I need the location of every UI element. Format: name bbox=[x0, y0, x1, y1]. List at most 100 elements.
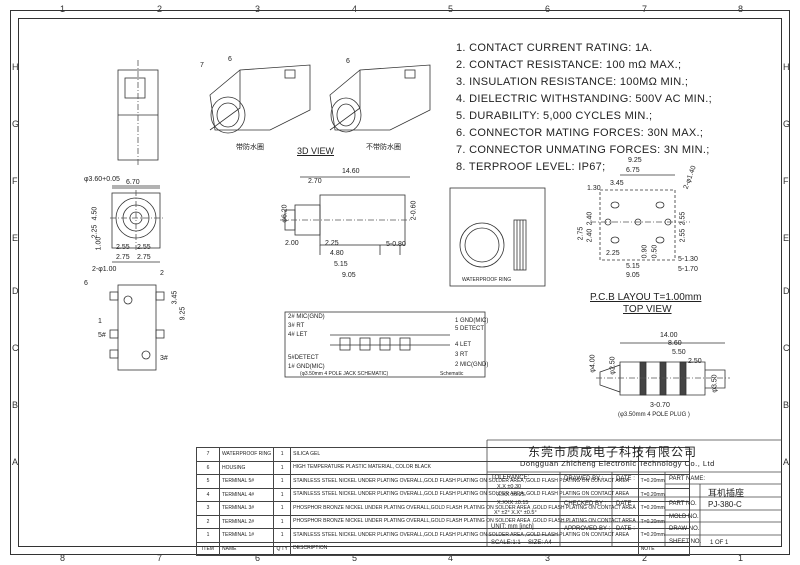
dim-plug550: 5.50 bbox=[672, 349, 686, 356]
drawed-by: DRAWED BY : bbox=[564, 476, 604, 482]
dim-hole: φ3.60+0.05 bbox=[84, 176, 120, 183]
bom-item-cell: 7 bbox=[196, 447, 220, 462]
bom-note-cell: T=0.20mm bbox=[637, 474, 690, 489]
zone-top-5: 5 bbox=[448, 4, 454, 14]
sheet-no-label: SHEET NO. bbox=[669, 539, 702, 545]
zone-left-e: E bbox=[12, 233, 19, 243]
dim-plug350: φ3.50 bbox=[711, 374, 719, 393]
bom-name-cell: HOUSING bbox=[218, 460, 275, 475]
dim-255b: 2.55 bbox=[137, 244, 151, 251]
note-6: 6. CONNECTOR MATING FORCES: 30N MAX.; bbox=[456, 127, 704, 139]
sch-right-2: 5 DETECT bbox=[455, 326, 485, 332]
zone-top-8: 8 bbox=[738, 4, 744, 14]
label-pcb-layout: P.C.B LAYOU T=1.00mm bbox=[590, 292, 702, 303]
dim-plug070: 3-0.70 bbox=[650, 402, 670, 409]
dim-p345: 3.45 bbox=[610, 180, 624, 187]
zone-right-d: D bbox=[783, 286, 790, 296]
bom-name-cell: TERMINAL 2# bbox=[218, 514, 275, 529]
sheet-no: 1 OF 1 bbox=[710, 540, 729, 546]
callout-3: 3# bbox=[160, 355, 168, 362]
dim-plug250: 2.50 bbox=[688, 358, 702, 365]
zone-top-1: 1 bbox=[60, 4, 66, 14]
tol-3: X.XXX ±0.15 bbox=[497, 500, 529, 506]
dim-905: 9.05 bbox=[342, 272, 356, 279]
label-with-ring: 带防水圈 bbox=[236, 144, 264, 151]
part-name: 耳机插座 bbox=[708, 488, 745, 498]
note-7: 7. CONNECTOR UNMATING FORCES: 3N MIN.; bbox=[456, 144, 710, 156]
bom-desc-cell: SILICA GEL bbox=[290, 447, 639, 462]
note-5: 5. DURABILITY: 5,000 CYCLES MIN.; bbox=[456, 110, 653, 122]
bom-qty-cell: 1 bbox=[273, 528, 292, 543]
dim-p240: 2.40 bbox=[586, 211, 594, 226]
dim-255a: 2.55 bbox=[116, 244, 130, 251]
callout-5: 5# bbox=[98, 332, 106, 339]
bom-name-cell: TERMINAL 5# bbox=[218, 474, 275, 489]
zone-right-g: G bbox=[783, 119, 791, 129]
sch-left-4: 5#DETECT bbox=[288, 355, 319, 361]
dim-p255b: 2.55 bbox=[679, 228, 687, 243]
sch-right-4: 3 RT bbox=[455, 352, 468, 358]
zone-bottom-4: 4 bbox=[448, 553, 454, 563]
bom-note-cell bbox=[637, 447, 690, 462]
bom-note-cell bbox=[637, 460, 690, 475]
bom-desc-cell: STAINLESS STEEL NICKEL UNDER PLATING OVE… bbox=[290, 487, 639, 502]
bom-note-cell: T=0.20mm bbox=[637, 487, 690, 502]
zone-bottom-5: 5 bbox=[352, 553, 358, 563]
dim-275b: 2.75 bbox=[137, 254, 151, 261]
dim-345: 3.45 bbox=[171, 290, 179, 305]
dim-p905: 9.05 bbox=[626, 272, 640, 279]
dim-060: 2-0.60 bbox=[410, 200, 418, 221]
zone-right-f: F bbox=[783, 176, 789, 186]
dim-225s: 2.25 bbox=[325, 240, 339, 247]
bom-name-cell: TERMINAL 3# bbox=[218, 501, 275, 516]
dim-450: 4.50 bbox=[91, 206, 99, 221]
bom-item-cell: 3 bbox=[196, 501, 220, 516]
dim-plug250d: φ2.50 bbox=[609, 356, 617, 375]
bom-name-cell: TERMINAL 1# bbox=[218, 528, 275, 543]
tol-4: X° ±2° X.X° ±0.5° bbox=[494, 510, 537, 516]
zone-bottom-3: 3 bbox=[545, 553, 551, 563]
approved-by: APPROVED BY : bbox=[564, 526, 611, 532]
zone-bottom-8: 8 bbox=[60, 553, 66, 563]
date-2: DATE : bbox=[616, 501, 635, 507]
dim-515: 5.15 bbox=[334, 261, 348, 268]
bom-header-desc: DESCRIPTION bbox=[290, 541, 639, 556]
dim-p675: 6.75 bbox=[626, 167, 640, 174]
zone-right-c: C bbox=[783, 343, 790, 353]
dim-p130: 1.30 bbox=[587, 185, 601, 192]
bom-item-cell: 5 bbox=[196, 474, 220, 489]
zone-left-c: C bbox=[12, 343, 19, 353]
dim-p515: 5.15 bbox=[626, 263, 640, 270]
zone-bottom-1: 1 bbox=[738, 553, 744, 563]
zone-bottom-6: 6 bbox=[255, 553, 261, 563]
dim-1460: 14.60 bbox=[342, 168, 360, 175]
bom-header-note: NOTE bbox=[637, 541, 690, 556]
sch-caption: (φ3.50mm 4 POLE JACK SCHEMATIC) bbox=[300, 371, 389, 377]
zone-top-3: 3 bbox=[255, 4, 261, 14]
sch-left-3: 4# LET bbox=[288, 332, 308, 338]
checked-by: CHECKED BY : bbox=[564, 501, 607, 507]
bom-qty-cell: 1 bbox=[273, 501, 292, 516]
callout-6c: 6 bbox=[84, 280, 88, 287]
dim-p275: 2.75 bbox=[577, 226, 585, 241]
bom-item-cell: 6 bbox=[196, 460, 220, 475]
callout-6: 6 bbox=[228, 56, 232, 63]
note-3: 3. INSULATION RESISTANCE: 100MΩ MIN.; bbox=[456, 76, 689, 88]
sch-right-5: 2 MIC(GND) bbox=[455, 362, 489, 368]
dim-p225: 2.25 bbox=[606, 250, 620, 257]
bom-name-cell: WATERPROOF RING bbox=[218, 447, 275, 462]
dim-480: 4.80 bbox=[330, 250, 344, 257]
sch-left-1: 2# MIC(GND) bbox=[288, 314, 325, 320]
dim-200: 2.00 bbox=[285, 240, 299, 247]
dim-pin100: 2-φ1.00 bbox=[92, 266, 117, 273]
tol-1: X.X ±0.30 bbox=[497, 484, 522, 490]
spec-notes: 1. CONTACT CURRENT RATING: 1A. 2. CONTAC… bbox=[456, 40, 712, 176]
dim-p925: 9.25 bbox=[628, 157, 642, 164]
company-name-en: Dongguan Zhicheng Electronic Technology … bbox=[520, 459, 715, 468]
bom-header-qty: Q'TY bbox=[273, 541, 292, 556]
bom-qty-cell: 1 bbox=[273, 514, 292, 529]
part-no-label: PART NO. bbox=[669, 501, 697, 507]
zone-left-d: D bbox=[12, 286, 19, 296]
zone-left-a: A bbox=[12, 457, 19, 467]
